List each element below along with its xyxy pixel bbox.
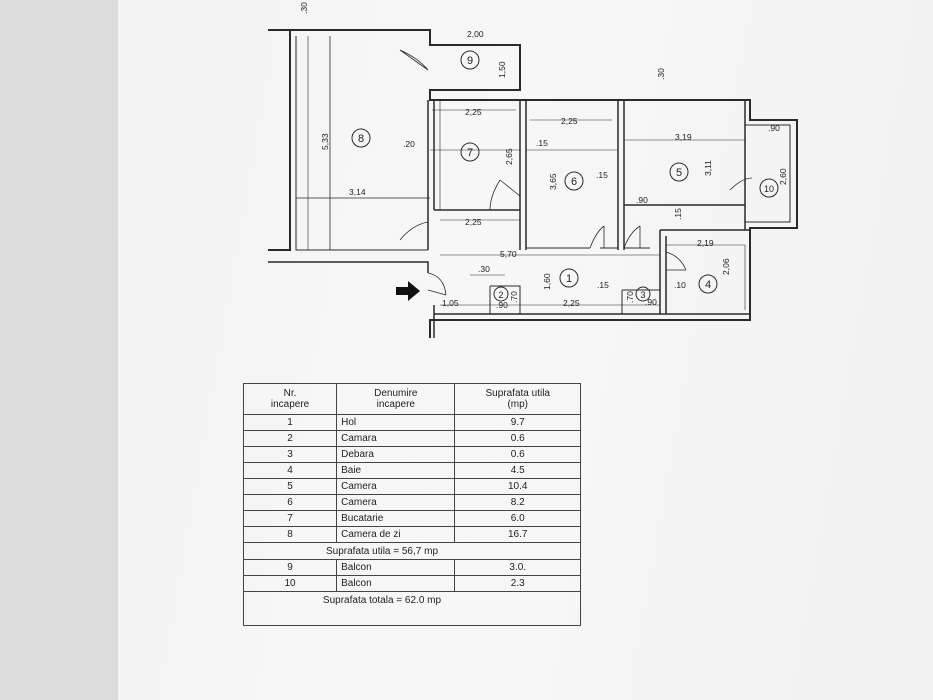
dim-room6-height: 3,65 [548,173,558,190]
dim-balcony10-top: .90 [768,123,780,133]
table-cell: Debara [336,446,456,463]
table-cell: Balcon [336,575,456,592]
room-number-1: 1 [566,273,572,285]
dim-hall-lower: 2,25 [563,298,580,308]
room-number-6: 6 [571,176,577,188]
table-cell: 1 [242,414,338,431]
entry-arrow-icon [396,281,420,301]
dim-room7-width: 2,25 [465,107,482,117]
wall-outline [268,29,798,338]
table-cell: 8 [242,526,338,543]
total-row: Suprafata totala = 62.0 mp [243,591,581,626]
dim-room5-top: .30 [656,68,666,80]
dim-room4-width: 2,19 [697,238,714,248]
table-cell: 5 [242,478,338,495]
dim-kitchen-lower: 2,25 [465,217,482,227]
dim-room8-height: 5,33 [320,133,330,150]
dim-30: .30 [478,264,490,274]
floor-plan: .30 2,00 1,50 5,33 3,14 .20 2,25 2,65 2,… [268,2,798,338]
room-number-7: 7 [467,147,473,159]
subtotal-text: Suprafata utila = 56,7 mp [325,545,439,557]
dim-15c: .15 [673,208,683,220]
subtotal-row: Suprafata utila = 56,7 mp [243,542,581,560]
table-cell: Camera de zi [336,526,456,543]
dim-balcony9-depth: 1,50 [497,61,507,78]
table-cell: 4.5 [454,462,581,479]
table-cell: 2.3 [454,575,581,592]
table-cell: Suprafata totala = 62.0 mp [243,591,581,626]
table-cell: 9 [242,559,338,576]
table-cell: Bucatarie [336,510,456,527]
table-cell: 0.6 [454,446,581,463]
dim-15a: .15 [536,138,548,148]
total-text: Suprafata totala = 62.0 mp [322,595,442,606]
room-number-8: 8 [358,133,364,145]
dim-90b: .90 [496,300,508,310]
table-cell: 6 [242,494,338,511]
dim-room8-width: 3,14 [349,187,366,197]
dim-top-stub: .30 [299,2,309,14]
dim-room4-height: 2,06 [721,258,731,275]
dim-90c: .90 [645,297,657,307]
dim-70b: .70 [625,291,635,303]
room-number-9: 9 [467,55,473,67]
dim-15b: .15 [596,170,608,180]
table-cell: Camera [336,478,456,495]
table-cell: 10 [242,575,338,592]
dim-gap-20: .20 [403,139,415,149]
dim-10: .10 [674,280,686,290]
table-cell: Hol [336,414,456,431]
table-cell: 9.7 [454,414,581,431]
dim-hall-length: 5,70 [500,249,517,259]
header-area: Suprafata utila(mp) [454,383,581,415]
table-cell: Camera [336,494,456,511]
dim-room5-width: 3,19 [675,132,692,142]
dim-balcony9-width: 2,00 [467,29,484,39]
dim-room6-width: 2,25 [561,116,578,126]
room-number-3: 3 [640,290,645,300]
dim-15d: .15 [597,280,609,290]
dim-room5-height: 3,11 [703,160,713,176]
table-cell: Baie [336,462,456,479]
table-cell: 16.7 [454,526,581,543]
table-cell: 10.4 [454,478,581,495]
dim-70a: .70 [509,291,519,303]
room-number-4: 4 [705,279,711,291]
table-cell: 3 [242,446,338,463]
table-cell: 4 [242,462,338,479]
table-cell: 8.2 [454,494,581,511]
table-cell: 7 [242,510,338,527]
dim-entry-width: 1,05 [442,298,459,308]
dim-room7-height: 2,65 [504,148,514,165]
dim-hall-width: 1,60 [542,273,552,290]
room-number-10: 10 [764,184,774,194]
table-cell: 0.6 [454,430,581,447]
table-cell: Suprafata utila = 56,7 mp [243,542,581,560]
table-cell: Balcon [336,559,456,576]
table-cell: 6.0 [454,510,581,527]
table-cell: Camara [336,430,456,447]
table-cell: 2 [242,430,338,447]
table-cell: 3.0. [454,559,581,576]
header-nr: Nr.incapere [242,383,338,415]
room-number-2: 2 [498,290,503,300]
dim-90a: .90 [636,195,648,205]
dim-balcony10-depth: 2,60 [778,168,788,185]
room-number-5: 5 [676,167,682,179]
